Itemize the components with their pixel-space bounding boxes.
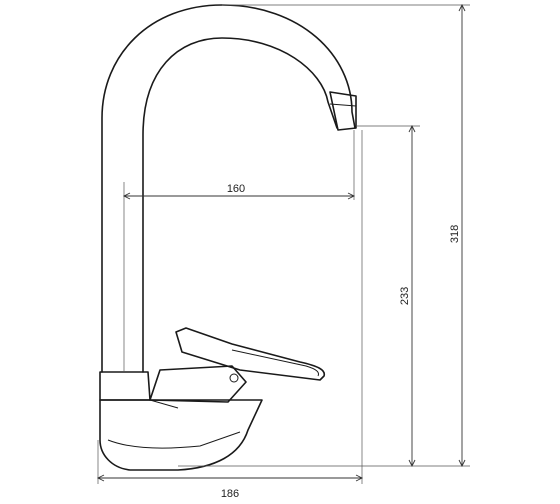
lever-handle	[175, 327, 326, 381]
total-height-label: 318	[449, 225, 461, 243]
dimension-total-height: 318	[178, 3, 470, 468]
reach-label: 160	[227, 183, 245, 195]
outlet-height-label: 233	[399, 287, 411, 305]
dimension-reach: 160	[122, 130, 356, 372]
spout-inner-wall	[142, 37, 338, 373]
aerator	[329, 91, 357, 131]
body-joint	[149, 399, 179, 409]
outlet-arrow-top	[408, 124, 416, 133]
reach-arrow-right	[347, 192, 356, 200]
mixer-body	[99, 399, 263, 471]
lever-edge	[231, 349, 319, 377]
depth-label: 186	[221, 488, 239, 500]
total-height-arrow-top	[458, 3, 466, 12]
depth-arrow-right	[355, 474, 364, 482]
dimension-total-depth: 186	[96, 130, 364, 500]
depth-arrow-left	[96, 474, 105, 482]
body-base-shading	[107, 431, 241, 449]
aerator-band	[329, 103, 357, 107]
swivel-collar	[99, 371, 151, 401]
cartridge-housing	[149, 365, 247, 403]
lever-pivot	[229, 373, 239, 383]
total-height-arrow-bottom	[458, 459, 466, 468]
reach-arrow-left	[122, 192, 131, 200]
faucet-outline	[99, 4, 357, 471]
dimension-outlet-height: 233	[356, 124, 420, 468]
